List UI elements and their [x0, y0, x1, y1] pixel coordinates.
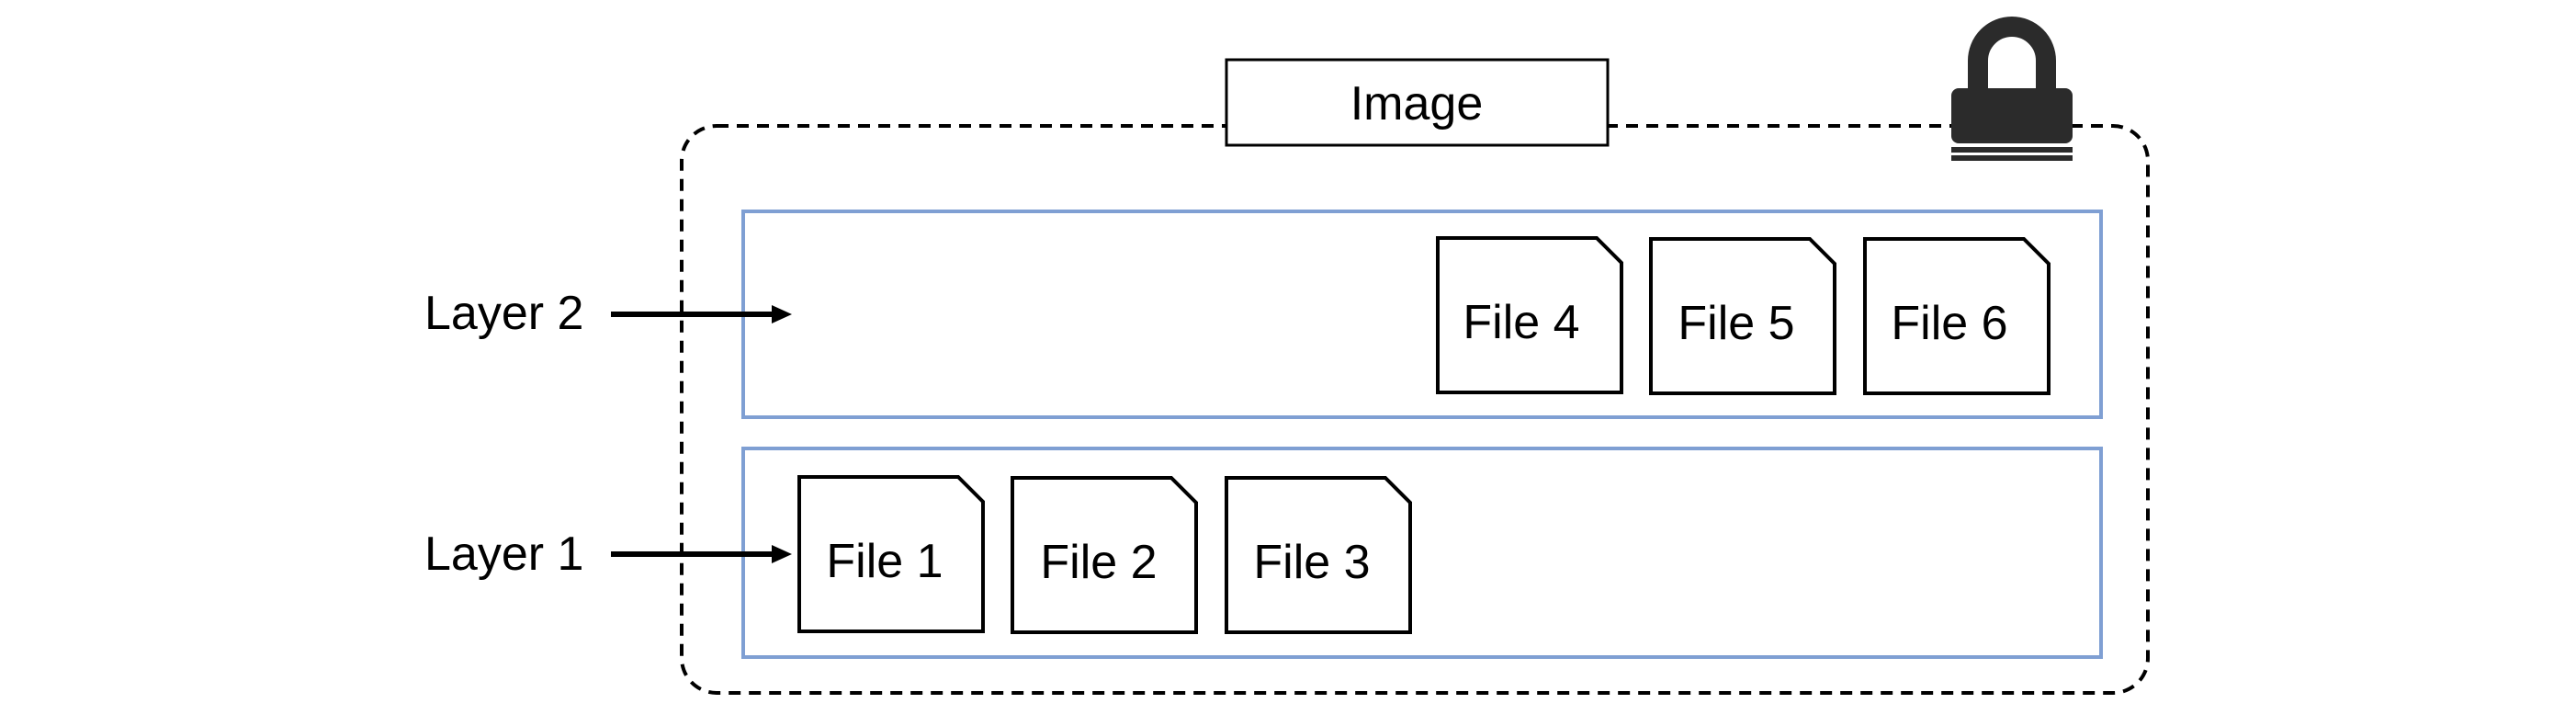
layer-2-arrow	[611, 305, 792, 323]
file-label: File 3	[1253, 536, 1370, 589]
file-label: File 1	[826, 535, 943, 588]
file-label: File 5	[1678, 297, 1794, 350]
file-icon: File 6	[1863, 237, 2051, 395]
layer-1-label: Layer 1	[424, 527, 583, 581]
layer-1-arrow	[611, 545, 792, 563]
padlock-icon	[1951, 17, 2073, 161]
file-label: File 2	[1040, 536, 1157, 589]
file-label: File 6	[1891, 297, 2007, 350]
image-title: Image	[1350, 77, 1484, 130]
file-icon: File 5	[1649, 237, 1836, 395]
image-title-box: Image	[1225, 58, 1610, 147]
file-label: File 4	[1463, 296, 1579, 349]
file-icon: File 4	[1436, 236, 1623, 394]
file-icon: File 2	[1011, 476, 1198, 634]
file-icon: File 1	[797, 475, 985, 633]
file-icon: File 3	[1225, 476, 1412, 634]
layer-2-label: Layer 2	[424, 287, 583, 340]
